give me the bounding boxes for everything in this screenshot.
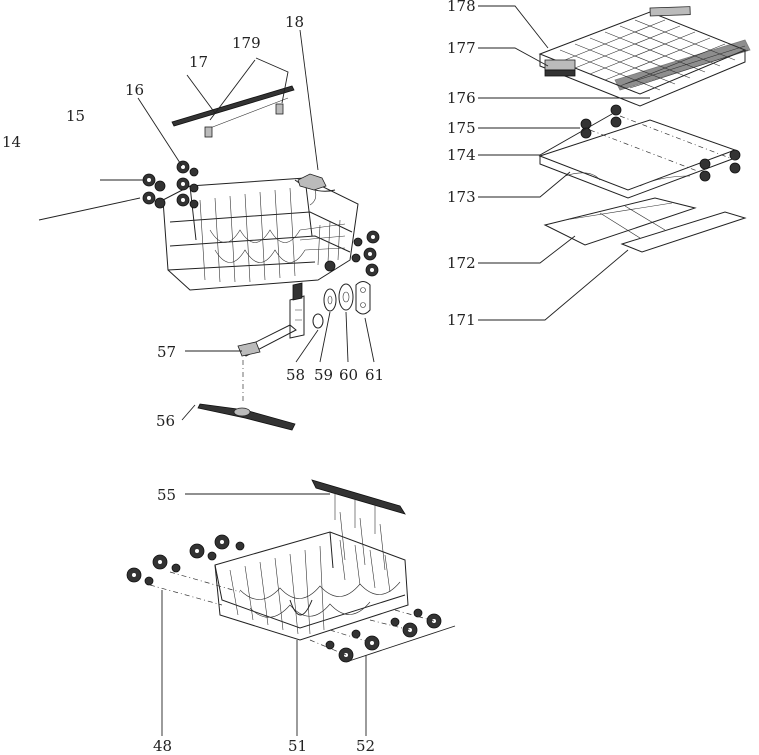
upper-basket: [162, 177, 359, 291]
part-59: [323, 288, 337, 312]
label-55: 55: [157, 486, 176, 504]
lower-wheels-left: [126, 534, 245, 586]
wheels-left: [142, 160, 199, 209]
label-48: 48: [153, 737, 172, 755]
label-61: 61: [365, 366, 384, 384]
label-15: 15: [66, 107, 85, 125]
label-59: 59: [314, 366, 333, 384]
spray-arm: [197, 403, 296, 431]
wheels-right: [324, 230, 380, 277]
label-173: 173: [447, 188, 476, 206]
label-60: 60: [339, 366, 358, 384]
cutlery-tray: [538, 6, 751, 107]
label-176: 176: [447, 89, 476, 107]
label-174: 174: [447, 146, 476, 164]
label-172: 172: [447, 254, 476, 272]
label-57: 57: [157, 343, 176, 361]
part-18-clip: [297, 173, 327, 206]
label-56: 56: [156, 412, 175, 430]
tray-mat: [543, 197, 697, 246]
label-175: 175: [447, 119, 476, 137]
part-60: [338, 283, 354, 311]
label-51: 51: [288, 737, 307, 755]
label-178: 178: [447, 0, 476, 15]
label-58: 58: [286, 366, 305, 384]
lower-basket: [214, 511, 409, 641]
label-17: 17: [189, 53, 208, 71]
label-171: 171: [447, 311, 476, 329]
part-17-rail: [171, 85, 295, 138]
label-177: 177: [447, 39, 476, 57]
lower-wheels-right: [325, 608, 442, 663]
cutlery-tray-group: 178 177 176 175 174 173 172 171: [447, 0, 751, 329]
part-55-comb: [311, 479, 406, 534]
label-179: 179: [232, 34, 261, 52]
part-61: [355, 281, 371, 315]
label-16: 16: [125, 81, 144, 99]
spray-arm-group: 57 58 59 60 61 56: [156, 281, 384, 431]
lower-basket-group: 55 48 51 52: [126, 479, 456, 755]
label-14: 14: [2, 133, 21, 151]
upper-basket-group: 14 15 16 17 179 18: [2, 13, 380, 291]
label-18: 18: [285, 13, 304, 31]
label-52: 52: [356, 737, 375, 755]
spray-arm-pipe: [237, 282, 305, 357]
tray-strip: [620, 211, 747, 253]
part-58: [312, 313, 324, 329]
